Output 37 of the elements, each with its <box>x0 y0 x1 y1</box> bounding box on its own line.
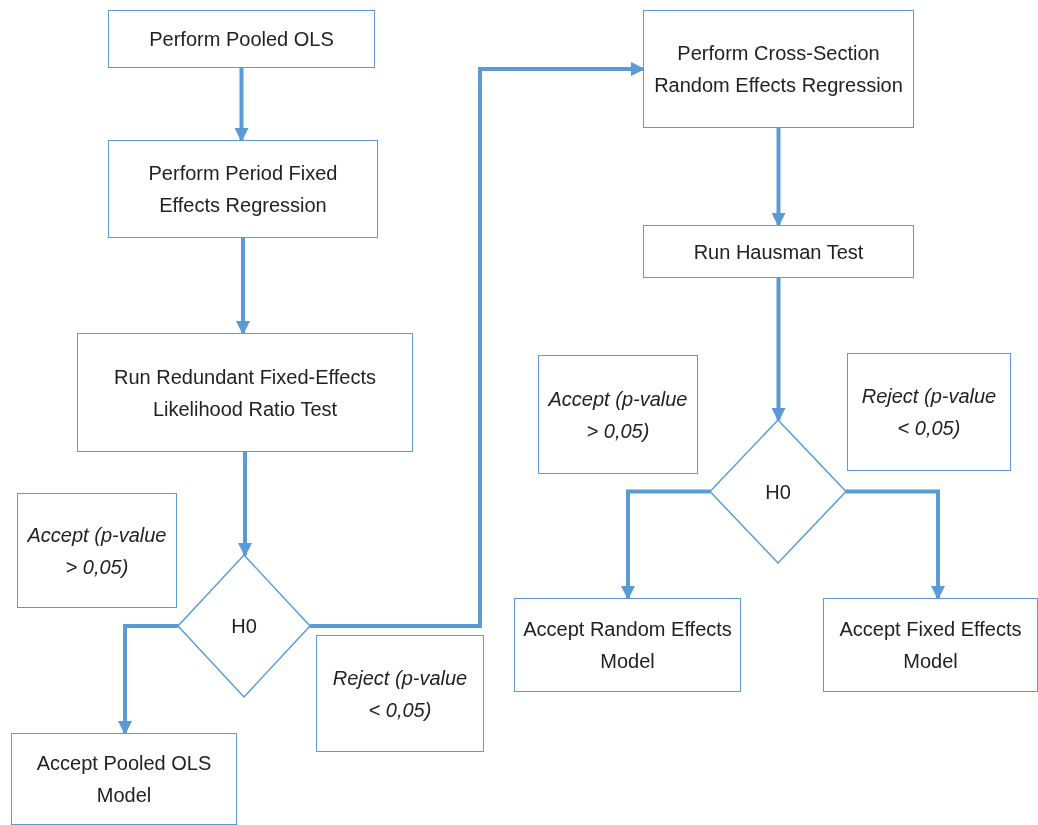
arrow <box>621 489 710 600</box>
condition-box <box>316 635 484 752</box>
arrow <box>310 62 645 628</box>
box-label: Reject (p-value < 0,05) <box>331 665 469 723</box>
arrow <box>771 278 786 422</box>
box-label: Accept (p-value > 0,05) <box>547 386 689 444</box>
process-box <box>77 333 413 452</box>
box-label: Run Redundant Fixed-Effects Likelihood Ratio Test <box>113 364 377 422</box>
arrow <box>118 624 178 735</box>
box-label: Perform Cross-Section Random Effects Regression <box>653 41 904 98</box>
arrow <box>846 489 945 600</box>
decision-diamond <box>178 555 310 697</box>
box-label: Accept Pooled OLS Model <box>35 751 213 808</box>
arrow <box>238 452 252 557</box>
process-box <box>108 140 378 238</box>
arrow <box>771 128 786 227</box>
arrow <box>236 238 250 335</box>
process-box <box>643 10 914 128</box>
box-label: Perform Period Fixed Effects Regression <box>147 161 339 218</box>
process-box <box>643 225 914 278</box>
process-box <box>823 598 1038 692</box>
box-label: Run Hausman Test <box>693 239 864 265</box>
condition-box <box>847 353 1011 471</box>
condition-box <box>17 493 177 608</box>
process-box <box>108 10 375 68</box>
decision-label: H0 <box>231 614 257 639</box>
decision-diamond <box>710 420 846 563</box>
process-box <box>514 598 741 692</box>
condition-box <box>538 355 698 474</box>
process-box <box>11 733 237 825</box>
decision-label: H0 <box>765 479 791 505</box>
box-label: Perform Pooled OLS <box>149 27 334 52</box>
box-label: Accept Fixed Effects Model <box>838 617 1023 674</box>
box-label: Accept (p-value > 0,05) <box>26 522 168 580</box>
box-label: Reject (p-value < 0,05) <box>860 384 998 441</box>
box-label: Accept Random Effects Model <box>523 617 732 674</box>
arrow <box>234 68 249 142</box>
